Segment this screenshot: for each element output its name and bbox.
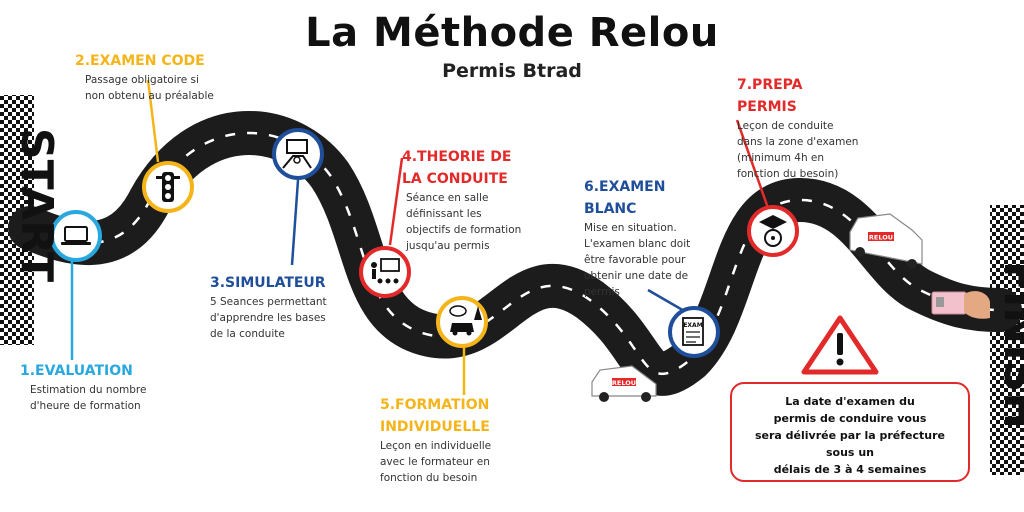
car-label-1: RELOU [612, 379, 636, 387]
connector-step-7 [735, 119, 770, 209]
step-5-desc: Leçon en individuelle avec le formateur … [380, 440, 492, 484]
step-1-marker [50, 210, 102, 262]
graduation-wheel-icon [759, 215, 787, 247]
finish-checkered-flag [990, 205, 1024, 475]
road-center-line [29, 131, 1001, 375]
car-illustration-2: RELOU [849, 213, 923, 269]
exam-date-note: La date d'examen du permis de conduire v… [755, 395, 945, 476]
car-illustration-1: RELOU [591, 365, 657, 402]
step-3-title: 3.SIMULATEUR [210, 275, 326, 291]
connector-step-2 [146, 79, 160, 163]
step-6-title: 6.EXAMEN BLANC [584, 179, 666, 217]
step-7-desc: Leçon de conduite dans la zone d'examen … [737, 120, 859, 180]
exam-paper-icon: EXAM [682, 317, 704, 346]
step-2: 2.EXAMEN CODE Passage obligatoire si non… [75, 50, 275, 104]
start-banner: START [11, 128, 62, 282]
hand-license-illustration [931, 291, 990, 319]
connector-step-4 [388, 157, 404, 246]
step-1: 1.EVALUATION Estimation du nombre d'heur… [20, 360, 220, 414]
laptop-icon [61, 226, 91, 245]
step-5: 5.FORMATION INDIVIDUELLE Leçon en indivi… [380, 394, 560, 486]
step-5-title: 5.FORMATION INDIVIDUELLE [380, 397, 490, 435]
warning-triangle-icon [801, 315, 879, 375]
step-2-desc: Passage obligatoire si non obtenu au pré… [85, 74, 214, 102]
car-road-icon [449, 305, 482, 336]
page-subtitle: Permis Btrad [442, 60, 582, 82]
step-4-desc: Séance en salle définissant les objectif… [406, 192, 522, 252]
step-2-title: 2.EXAMEN CODE [75, 53, 205, 69]
connector-step-6 [647, 288, 687, 314]
step-4-marker [359, 246, 411, 298]
step-3-desc: 5 Seances permettant d'apprendre les bas… [210, 296, 327, 340]
step-6-desc: Mise en situation. L'examen blanc doit ê… [584, 222, 691, 298]
step-6-marker: EXAM [668, 306, 720, 358]
step-7-title: 7.PREPA PERMIS [737, 77, 803, 115]
page-title: La Méthode Relou [305, 10, 719, 56]
step-1-desc: Estimation du nombre d'heure de formatio… [30, 384, 147, 412]
finish-banner: FINISH [994, 261, 1024, 429]
connector-step-3 [290, 179, 300, 266]
exam-icon-label: EXAM [683, 322, 702, 329]
step-7-marker [747, 205, 799, 257]
step-7: 7.PREPA PERMIS Leçon de conduite dans la… [737, 74, 897, 182]
step-3: 3.SIMULATEUR 5 Seances permettant d'appr… [210, 272, 410, 342]
step-3-marker [272, 128, 324, 180]
traffic-light-icon [156, 172, 180, 202]
step-4: 4.THEORIE DE LA CONDUITE Séance en salle… [402, 146, 582, 254]
step-1-title: 1.EVALUATION [20, 363, 133, 379]
exam-date-note-box [730, 382, 970, 482]
classroom-icon [371, 258, 400, 284]
step-5-marker [436, 296, 488, 348]
car-label-2: RELOU [869, 234, 893, 242]
step-6: 6.EXAMEN BLANC Mise en situation. L'exam… [584, 176, 734, 300]
driving-simulator-icon [282, 139, 312, 169]
step-4-title: 4.THEORIE DE LA CONDUITE [402, 149, 512, 187]
step-2-marker [142, 161, 194, 213]
